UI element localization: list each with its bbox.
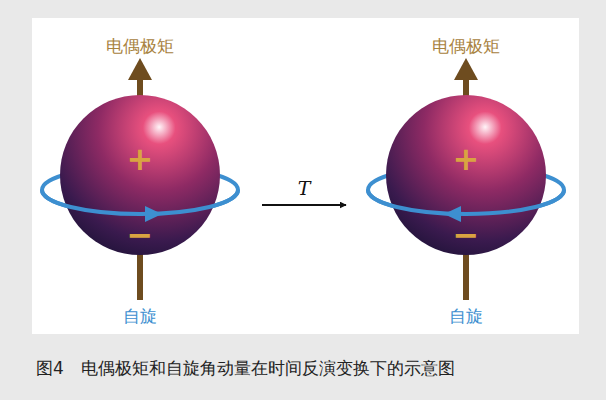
sphere [60,95,220,255]
figure-caption: 图4 电偶极矩和自旋角动量在时间反演变换下的示意图 [36,358,455,378]
transform-label: T [298,178,311,199]
dipole-stem [137,248,143,300]
dipole-arrowhead [454,58,478,80]
dipole-arrowhead [128,58,152,80]
charge-sign: + [453,143,480,175]
charge-sign: + [127,143,154,175]
charge-sign: − [453,219,480,251]
spin-label: 自旋 [449,306,483,326]
spin-label: 自旋 [123,306,157,326]
dipole-label: 电偶极矩 [106,36,174,56]
sphere-node: +− [386,95,546,255]
sphere-node: +− [60,95,220,255]
dipole-stem [463,248,469,300]
sphere [386,95,546,255]
transform-arrow [262,204,346,206]
figure-panel [32,18,579,334]
spin-ring-front [42,190,238,214]
spin-ring-front [368,190,564,214]
dipole-label: 电偶极矩 [432,36,500,56]
charge-sign: − [127,219,154,251]
